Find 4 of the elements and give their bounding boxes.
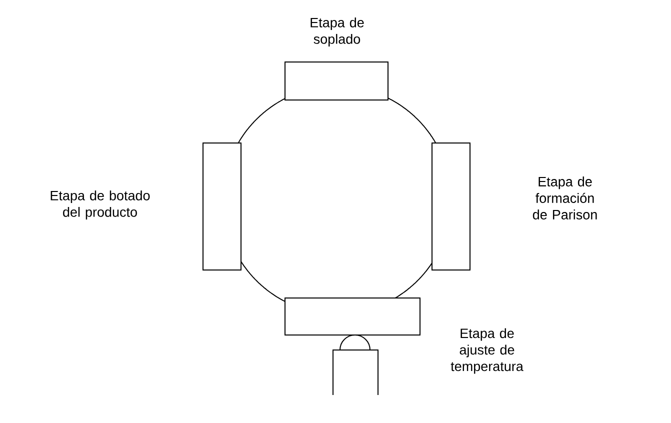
stage-label: Etapa de formación de Parison: [532, 176, 597, 220]
stage-label: Etapa de botado del producto: [50, 190, 150, 220]
stage-label: Etapa de ajuste de temperatura: [450, 328, 524, 374]
stage-label: Etapa de soplado: [310, 17, 364, 47]
